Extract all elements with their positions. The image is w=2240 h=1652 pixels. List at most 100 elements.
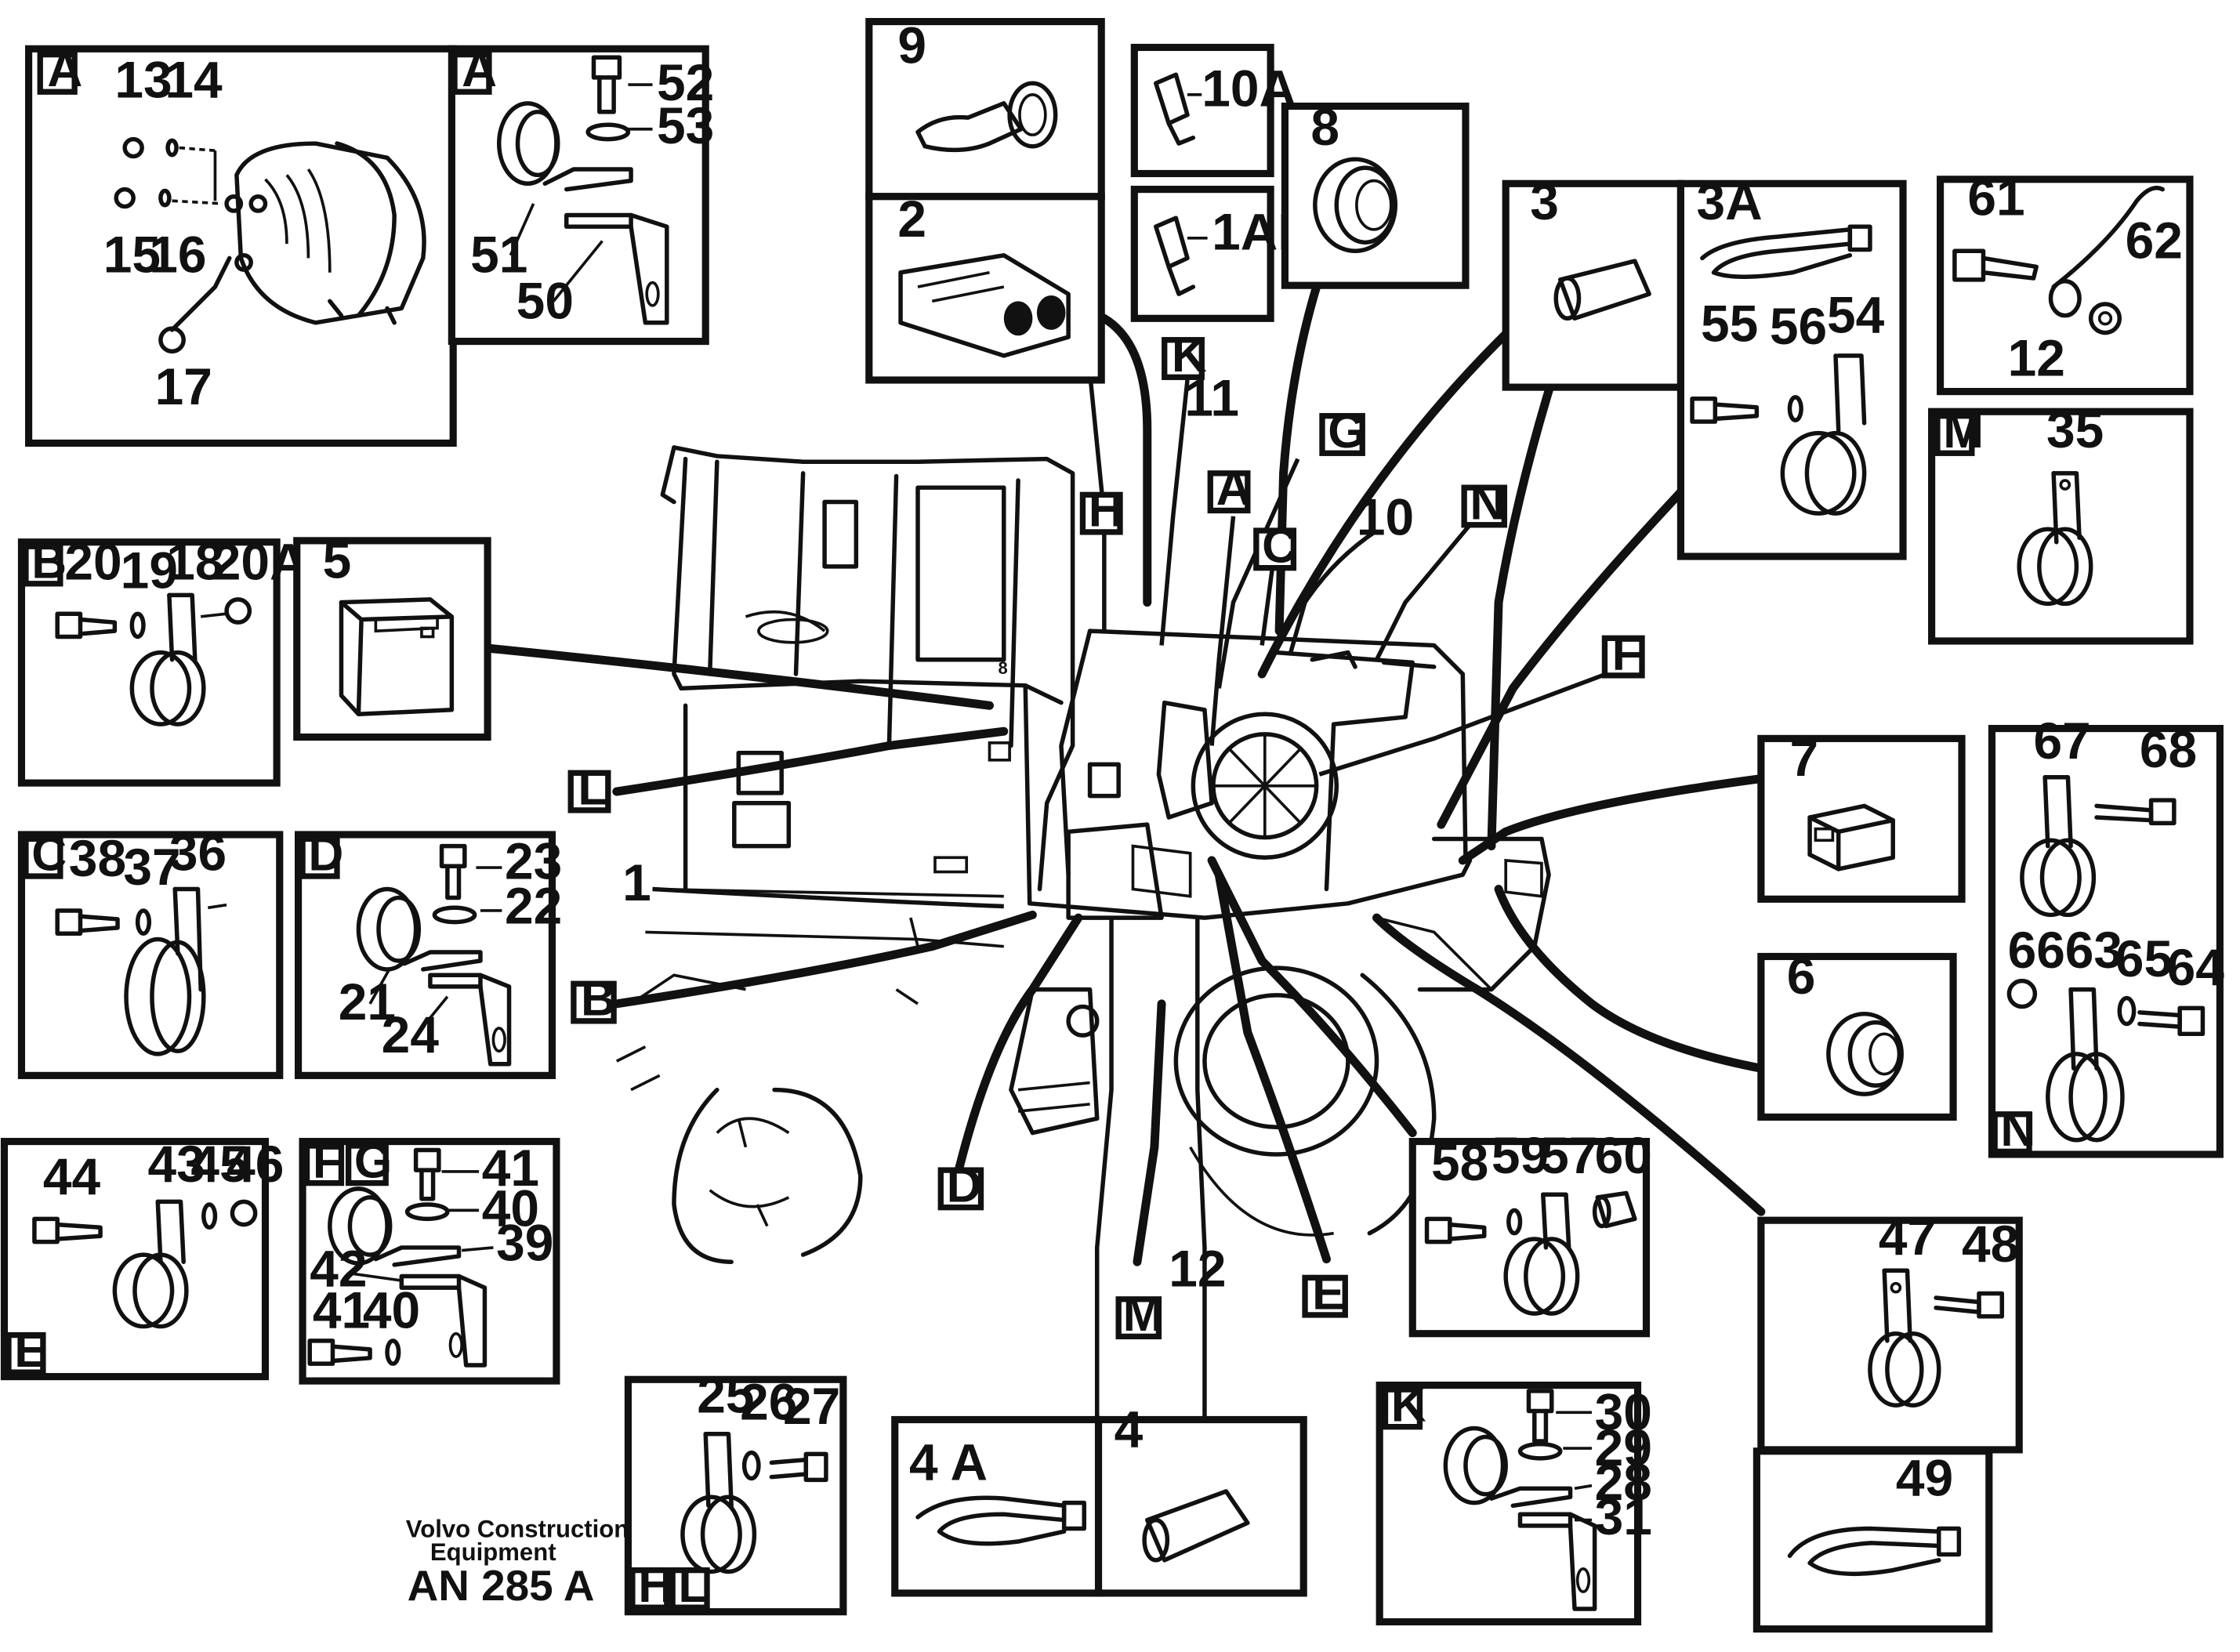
part-50: 50 — [517, 271, 574, 329]
callout-11: 11 — [1184, 369, 1239, 427]
part-62: 62 — [2126, 211, 2183, 269]
part-16: 16 — [149, 226, 206, 284]
part-5: 5 — [323, 531, 352, 589]
part-36: 36 — [169, 824, 227, 882]
panel-tag: N — [2000, 1103, 2035, 1157]
part-40b: 40 — [363, 1281, 420, 1339]
panel-connector-7: 7 — [1757, 729, 1966, 903]
part-10a: 10A — [1202, 59, 1296, 117]
part-26: 26 — [740, 1372, 797, 1430]
part-20: 20 — [64, 532, 121, 590]
part-24: 24 — [382, 1005, 440, 1063]
harness-leaders — [483, 282, 1766, 1420]
publisher-line-1: Volvo Construction — [406, 1516, 629, 1543]
part-46: 46 — [227, 1135, 284, 1193]
panel-boot-4: 4 — [1094, 1400, 1307, 1597]
part-48: 48 — [1962, 1215, 2019, 1273]
part-29: 29 — [1595, 1418, 1652, 1476]
part-6: 6 — [1787, 947, 1816, 1005]
panel-cable-61: 61 62 12 — [1937, 168, 2194, 396]
part-3: 3 — [1530, 172, 1559, 230]
callout-e: E — [1312, 1266, 1344, 1321]
part-27: 27 — [783, 1377, 840, 1435]
part-22: 22 — [505, 876, 562, 934]
part-66: 66 — [2008, 921, 2065, 979]
callout-h: H — [1089, 484, 1124, 538]
part-49: 49 — [1896, 1448, 1953, 1506]
panel-tag: M — [1943, 404, 1984, 458]
part-20a: 20A — [212, 532, 307, 590]
panel-terminal-10a: 10A — [1130, 43, 1296, 178]
panel-clip-c: C 38 37 36 — [17, 824, 284, 1079]
part-21: 21 — [339, 973, 396, 1031]
panel-tie-4a: 4 A — [891, 1415, 1103, 1597]
part-3a: 3A — [1697, 172, 1763, 230]
panel-plug-2: 2 — [865, 190, 1105, 384]
panel-boot-3: 3 — [1502, 172, 1684, 391]
part-13: 13 — [114, 51, 172, 109]
panel-clip-n: N 67 68 66 63 65 64 — [1988, 712, 2225, 1158]
bracket-illustration — [496, 55, 669, 325]
callout-n: N — [1470, 476, 1505, 530]
panel-tag: B — [31, 534, 67, 589]
footer: Volvo Construction Equipment AN 285 A — [406, 1516, 629, 1610]
part-31: 31 — [1595, 1487, 1652, 1545]
part-55: 55 — [1701, 295, 1758, 353]
panel-clip-hl: H L 25 26 27 — [624, 1365, 847, 1616]
part-17: 17 — [155, 357, 212, 415]
part-47: 47 — [1879, 1208, 1936, 1266]
panel-grommet-8: 8 — [1281, 98, 1470, 289]
callout-10: 10 — [1357, 488, 1414, 546]
svg-text:8: 8 — [998, 658, 1007, 678]
part-52: 52 — [657, 53, 714, 111]
panel-bracket-k: K 30 29 28 31 — [1376, 1378, 1652, 1626]
part-9: 9 — [897, 16, 926, 74]
part-35: 35 — [2046, 400, 2104, 458]
part-60: 60 — [1595, 1126, 1652, 1184]
wheel-loader-illustration: 8 — [615, 445, 1551, 1264]
panel-bracket-a: A 52 53 51 50 — [448, 43, 714, 346]
part-59: 59 — [1492, 1126, 1549, 1184]
part-30: 30 — [1595, 1382, 1652, 1440]
part-65: 65 — [2115, 929, 2173, 987]
panel-bracket-fg: F G 41 40 39 42 41 40 — [299, 1134, 560, 1385]
panel-connector-5: 5 — [293, 531, 491, 741]
part-4a: 4 A — [909, 1433, 988, 1491]
panel-grommet-6: 6 — [1757, 947, 1957, 1121]
panel-tag: A — [462, 43, 497, 97]
panel-terminal-1ab: 1AB — [1130, 186, 1315, 322]
part-41b: 41 — [313, 1281, 370, 1339]
panel-tag: C — [31, 828, 67, 882]
part-56: 56 — [1770, 297, 1827, 355]
part-40: 40 — [482, 1179, 539, 1237]
part-57: 57 — [1540, 1126, 1597, 1184]
part-43: 43 — [147, 1135, 205, 1193]
part-4: 4 — [1115, 1400, 1144, 1458]
part-7: 7 — [1789, 729, 1818, 787]
part-38: 38 — [69, 829, 126, 887]
part-64: 64 — [2167, 938, 2225, 996]
panel-clip-47: 47 48 — [1757, 1208, 2023, 1454]
callout-c: C — [1262, 519, 1297, 573]
part-12: 12 — [2008, 328, 2065, 386]
callout-l: L — [578, 762, 607, 816]
alternator-illustration — [114, 136, 426, 354]
part-53: 53 — [657, 96, 714, 154]
panel-tag-h: H — [638, 1559, 673, 1613]
panel-tag: K — [1391, 1378, 1426, 1432]
callout-g: G — [1328, 404, 1365, 458]
callout-b: B — [581, 973, 616, 1027]
panel-bracket-d: D 23 22 21 24 — [295, 828, 562, 1079]
panel-tag: D — [308, 828, 343, 882]
panel-clip-b: B 20 19 18 20A — [17, 532, 307, 787]
part-45: 45 — [190, 1135, 248, 1193]
panel-hose-9: 9 — [865, 16, 1105, 201]
part-15: 15 — [103, 226, 161, 284]
part-8: 8 — [1310, 98, 1339, 156]
part-58: 58 — [1431, 1133, 1488, 1191]
part-41: 41 — [482, 1139, 539, 1197]
callout-12: 12 — [1169, 1239, 1226, 1297]
part-18: 18 — [166, 532, 223, 590]
panel-clamp-3a: 3A 55 56 54 — [1676, 172, 1907, 560]
